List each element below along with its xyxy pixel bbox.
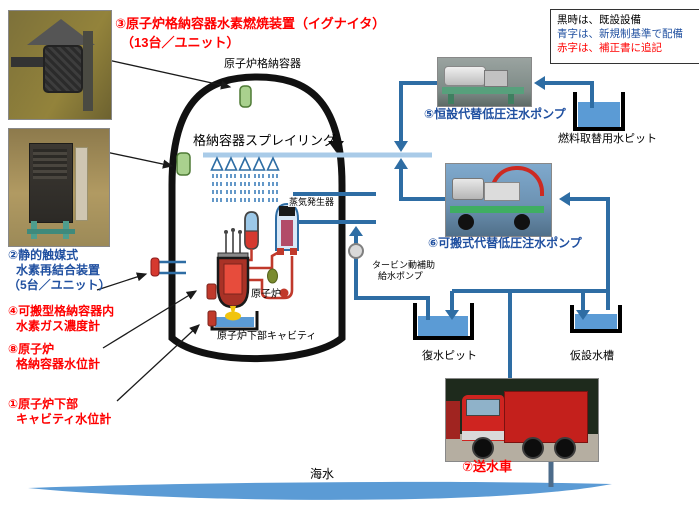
reactor-vessel-icon — [216, 228, 250, 309]
label-cavity-level-line1: ①原子炉下部 — [8, 397, 79, 411]
label-spray-ring: 格納容器スプレイリング — [193, 133, 337, 148]
legend-amendment: 赤字は、補正書に追記 — [557, 42, 662, 54]
label-turbine-pump-line1: タービン動補助 — [372, 260, 436, 270]
photo-decoration — [466, 399, 500, 416]
photo-water-truck — [445, 378, 599, 462]
photo-igniter — [8, 10, 112, 120]
photo-decoration — [508, 94, 514, 104]
photo-decoration — [33, 149, 67, 179]
steam-generator-icon — [275, 202, 299, 255]
label-rv-level-line2: 格納容器水位計 — [16, 357, 101, 371]
photo-decoration — [75, 147, 88, 221]
photo-decoration — [452, 178, 484, 200]
spray-nozzles — [210, 156, 280, 171]
photo-decoration — [462, 431, 504, 440]
temp-tank-icon — [570, 305, 622, 333]
cavity-level-gauge-icon — [207, 310, 217, 327]
label-igniter-line1: ③原子炉格納容器水素燃焼装置（イグナイタ） — [115, 16, 386, 31]
photo-decoration — [484, 182, 520, 201]
photo-recombiner — [8, 128, 110, 247]
photo-decoration — [446, 401, 460, 439]
photo-permanent-pump — [437, 57, 532, 107]
igniter-icon-top — [239, 85, 252, 108]
igniter-icon-wall — [176, 152, 191, 176]
spray-penetration — [333, 136, 339, 142]
legend-new-std: 青字は、新規制基準で配備 — [557, 28, 683, 40]
label-reactor: 原子炉 — [251, 289, 281, 300]
rv-level-gauge-icon — [206, 283, 217, 300]
pressurizer-icon — [244, 211, 259, 262]
photo-decoration — [11, 57, 45, 67]
loop-valve-icon — [267, 268, 278, 284]
label-reactor-cavity: 原子炉下部キャビティ — [217, 331, 317, 342]
label-truck: ⑦送水車 — [462, 459, 513, 474]
injection-pipes — [293, 81, 610, 380]
turbine-pump-icon — [348, 243, 364, 259]
label-fuel-pit: 燃料取替用水ピット — [558, 133, 657, 145]
label-recombiner-line2: 水素再結合装置 — [16, 263, 101, 277]
spray-valve-icon — [328, 141, 344, 152]
label-h2meter-line2: 水素ガス濃度計 — [16, 319, 101, 333]
recombiner-wall-icon — [150, 257, 186, 277]
condensate-pit-icon — [413, 303, 474, 340]
photo-decoration — [554, 437, 576, 459]
label-steam-generator: 蒸気発生器 — [288, 197, 336, 208]
label-pump5: ⑤恒設代替低圧注水ポンプ — [424, 107, 566, 121]
photo-decoration — [458, 214, 474, 230]
photo-decoration — [522, 437, 544, 459]
label-temp-tank: 仮設水槽 — [570, 350, 614, 362]
photo-decoration — [450, 206, 544, 213]
photo-decoration — [442, 87, 524, 94]
photo-decoration — [504, 391, 588, 443]
photo-decoration — [490, 166, 544, 196]
label-condensate-pit: 復水ピット — [422, 350, 477, 362]
photo-decoration — [472, 437, 494, 459]
photo-decoration — [484, 70, 508, 87]
label-h2meter-line1: ④可搬型格納容器内 — [8, 304, 115, 318]
label-igniter-line2: （13台／ユニット） — [121, 35, 240, 50]
coolant-pump-icon — [279, 288, 289, 298]
photo-decoration — [444, 66, 486, 86]
photo-portable-pump — [445, 163, 552, 237]
photo-decoration — [27, 229, 75, 234]
photo-decoration — [83, 31, 93, 111]
sea-water-shape — [28, 481, 612, 500]
label-recombiner-line1: ②静的触媒式 — [8, 248, 79, 262]
label-pump6: ⑥可搬式代替低圧注水ポンプ — [428, 236, 582, 250]
photo-decoration — [514, 214, 530, 230]
spray-droplets — [212, 174, 278, 204]
fuel-pit-icon — [573, 92, 625, 131]
primary-loop-pipes — [248, 250, 294, 300]
label-containment: 原子炉格納容器 — [224, 58, 301, 70]
label-rv-level-line1: ⑧原子炉 — [8, 342, 55, 356]
label-recombiner-line3: （5台／ユニット） — [8, 278, 111, 292]
legend-box: 黒時は、既設設備 青字は、新規制基準で配備 赤字は、補正書に追記 — [550, 9, 699, 64]
pipe-arrowheads — [349, 76, 590, 320]
label-sea: 海水 — [310, 467, 335, 481]
legend-existing: 黒時は、既設設備 — [557, 14, 641, 26]
photo-decoration — [43, 45, 83, 93]
label-cavity-level-line2: キャビティ水位計 — [16, 412, 112, 426]
label-turbine-pump-line2: 給水ポンプ — [378, 271, 423, 281]
photo-decoration — [448, 94, 454, 104]
